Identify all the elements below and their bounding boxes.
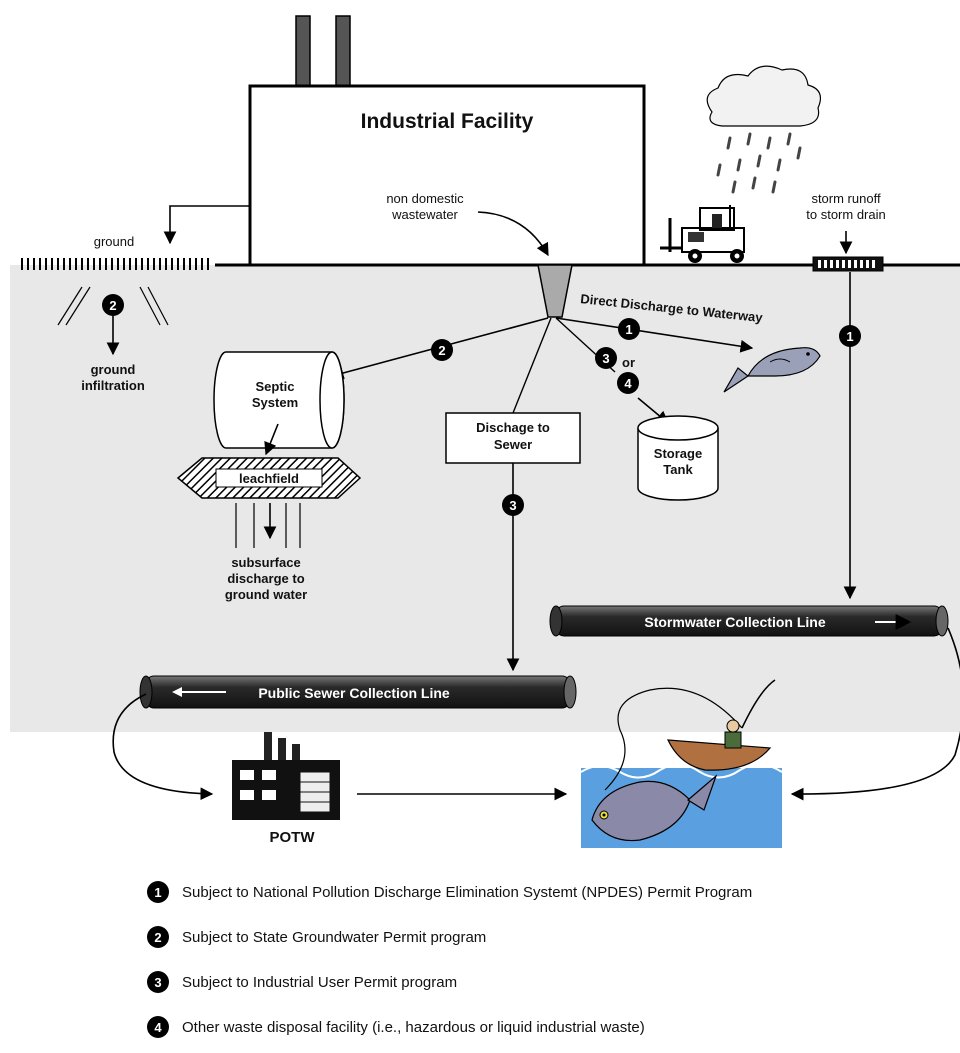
public-sewer-flow-arrowhead [172,687,182,697]
non-domestic-label-1: non domestic [386,191,464,206]
infiltration-line-left-2 [65,286,91,326]
stormwater-line-label: Stormwater Collection Line [644,614,825,630]
ground-infiltration-label-2: infiltration [81,378,145,393]
grate-slot [866,260,869,268]
legend-badge-number: 1 [154,885,161,900]
grate-slot [842,260,845,268]
wastewater-arrow [477,211,549,257]
fishing-line-icon [604,679,776,791]
grate-slot [824,260,827,268]
legend-badge [147,926,169,948]
sewer-box-label-2: Sewer [494,437,532,452]
infiltration-line-left-1 [57,286,83,326]
badge-storage-b: 4 [617,372,639,394]
grate-slot [836,260,839,268]
grate-slot [818,260,821,268]
svg-text:1: 1 [846,329,853,344]
legend-item: 1 Subject to National Pollution Discharge… [147,881,752,903]
storm-drain-grate-slots [818,260,875,268]
rain-cloud-icon [706,65,821,194]
direct-discharge-arrow [555,317,754,353]
badge-sewer: 3 [502,494,524,516]
legend-item: 4 Other waste disposal facility (i.e., ha… [147,1016,645,1038]
badge-storage-a: 3 [595,347,617,369]
storm-runoff-label-1: storm runoff [811,191,881,206]
potw-icon [232,732,340,820]
grate-slot [872,260,875,268]
sewer-box-label-1: Dischage to [476,420,550,435]
facility-building [248,84,646,267]
jumping-fish-icon [591,774,718,842]
sewer-to-potw-arrow [112,693,214,801]
svg-text:3: 3 [509,498,516,513]
storage-tank [637,415,719,501]
legend-badge [147,881,169,903]
infiltration-line-right-2 [147,286,169,326]
ground-infiltration-label-1: ground [91,362,136,377]
forklift-icon [660,205,745,263]
legend-badge-number: 2 [154,930,161,945]
legend: 1 Subject to National Pollution Discharge… [147,881,752,1038]
or-label: or [622,355,635,370]
leachfield [176,457,362,499]
septic-label-1: Septic [255,379,294,394]
svg-text:3: 3 [602,351,609,366]
stormwater-collection-pipe [549,605,949,637]
badge-septic: 2 [431,339,453,361]
public-sewer-line-label: Public Sewer Collection Line [258,685,450,701]
legend-text: Other waste disposal facility (i.e., haz… [182,1019,645,1036]
smokestack-right [335,15,351,87]
grate-slot [830,260,833,268]
storm-runoff-label-2: to storm drain [806,207,885,222]
svg-text:2: 2 [438,343,445,358]
svg-text:4: 4 [624,376,632,391]
sewer-box [445,412,581,464]
smokestack-left [295,15,311,87]
potw-label: POTW [270,829,316,846]
leachfield-discharge-lines [235,503,301,548]
legend-text: Subject to State Groundwater Permit prog… [182,929,486,946]
facility-title: Industrial Facility [361,110,534,133]
sewer-branch-line [512,317,552,414]
septic-to-leachfield-arrow [264,423,279,456]
subsurface-label-3: ground water [225,587,307,602]
discharge-funnel [537,264,573,318]
non-domestic-label-2: wastewater [391,207,458,222]
legend-badge [147,971,169,993]
legend-text: Subject to National Pollution Discharge … [182,884,752,901]
boat-icon [667,719,772,771]
septic-label-2: System [252,395,298,410]
legend-item: 2 Subject to State Groundwater Permit pro… [147,926,486,948]
grate-slot [848,260,851,268]
ground-pipe [163,205,250,245]
leachfield-label: leachfield [239,471,299,486]
svg-text:2: 2 [109,298,116,313]
underground-area [10,265,960,732]
legend-badge-number: 4 [154,1020,162,1035]
stormwater-to-waterway-arrow [790,627,960,801]
subsurface-label-2: discharge to [227,571,304,586]
septic-system [213,351,345,449]
storage-label-1: Storage [654,446,702,461]
storage-label-2: Tank [663,462,693,477]
grate-slot [860,260,863,268]
ground-hatch-marks [21,258,209,270]
badge-direct-waterway: 1 [618,318,640,340]
public-sewer-collection-pipe [139,675,577,709]
svg-text:1: 1 [625,322,632,337]
industrial-facility: Industrial Facility [248,15,646,267]
grate-slot [854,260,857,268]
badge-storm: 1 [839,325,861,347]
subsurface-label-1: subsurface [231,555,300,570]
legend-badge-number: 3 [154,975,161,990]
legend-text: Subject to Industrial User Permit progra… [182,974,457,991]
infiltration-line-right-1 [139,286,161,326]
fish-icon [723,347,821,393]
badge-ground-infiltration: 2 [102,294,124,316]
legend-badge [147,1016,169,1038]
ground-label: ground [94,234,134,249]
legend-item: 3 Subject to Industrial User Permit progr… [147,971,457,993]
